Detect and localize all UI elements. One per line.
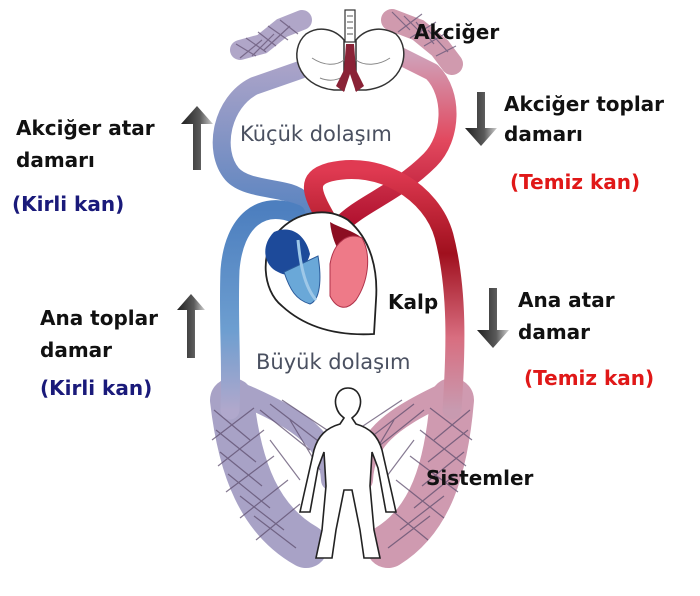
pulmonary-vein-label-line1: Akciğer toplar [504,92,665,116]
heart-label: Kalp [388,290,439,314]
vena-cava-label-line1: Ana toplar [40,306,159,330]
pulmonary-vein-vessel [331,47,457,235]
lungs-illustration [296,9,405,92]
systems-label: Sistemler [426,466,534,490]
lungs-label: Akciğer [414,20,500,44]
vena-cava-label-line2: damar [40,338,113,362]
aorta-vessel [303,159,465,420]
aorta-label-line2: damar [518,320,591,344]
pulmonary-vein-label-line2: damarı [504,122,583,146]
heart-illustration [264,211,378,336]
arrow-down-icon [477,288,509,348]
pulmonary-artery-blood-label: (Kirli kan) [12,192,125,216]
pulmonary-artery-label-line2: damarı [16,148,95,172]
pulmonary-vein-blood-label: (Temiz kan) [510,170,641,194]
pulmonary-artery-label-line1: Akciğer atar [16,116,155,140]
vena-cava-blood-label: (Kirli kan) [40,376,153,400]
body-figure [299,387,397,559]
big-circulation-label: Büyük dolaşım [256,350,411,374]
lung-capillaries [230,9,463,75]
arrow-up-icon [181,106,213,170]
small-circulation-label: Küçük dolaşım [240,122,392,146]
aorta-blood-label: (Temiz kan) [524,366,655,390]
arrow-up-icon [177,294,205,358]
aorta-label-line1: Ana atar [518,288,615,312]
arrow-down-icon [465,92,497,146]
vena-cava-vessel [219,200,306,420]
